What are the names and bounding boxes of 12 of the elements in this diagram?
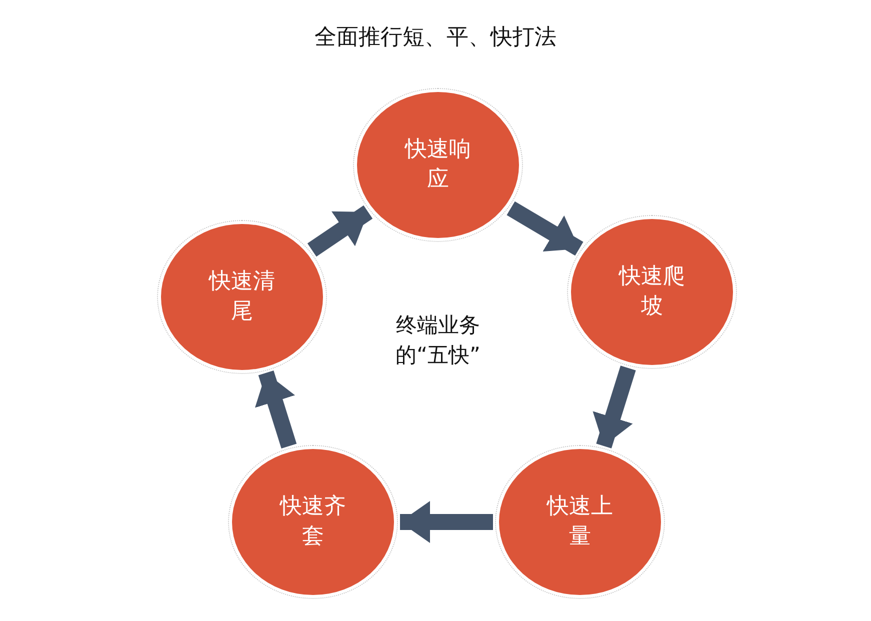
process-circle: 快速爬坡 [571, 219, 733, 365]
title: 全面推行短、平、快打法 [314, 24, 558, 52]
block-arrow [400, 501, 493, 543]
block-arrow [506, 201, 584, 256]
block-arrow [307, 205, 373, 257]
block-arrow [254, 370, 297, 448]
process-circle: 快速响应 [357, 92, 519, 238]
process-circle: 快速齐套 [232, 449, 394, 595]
center-text: 终端业务的“五快” [394, 312, 482, 369]
block-arrow [592, 366, 636, 448]
process-circle: 快速清尾 [161, 224, 323, 370]
process-circle: 快速上量 [499, 449, 661, 595]
